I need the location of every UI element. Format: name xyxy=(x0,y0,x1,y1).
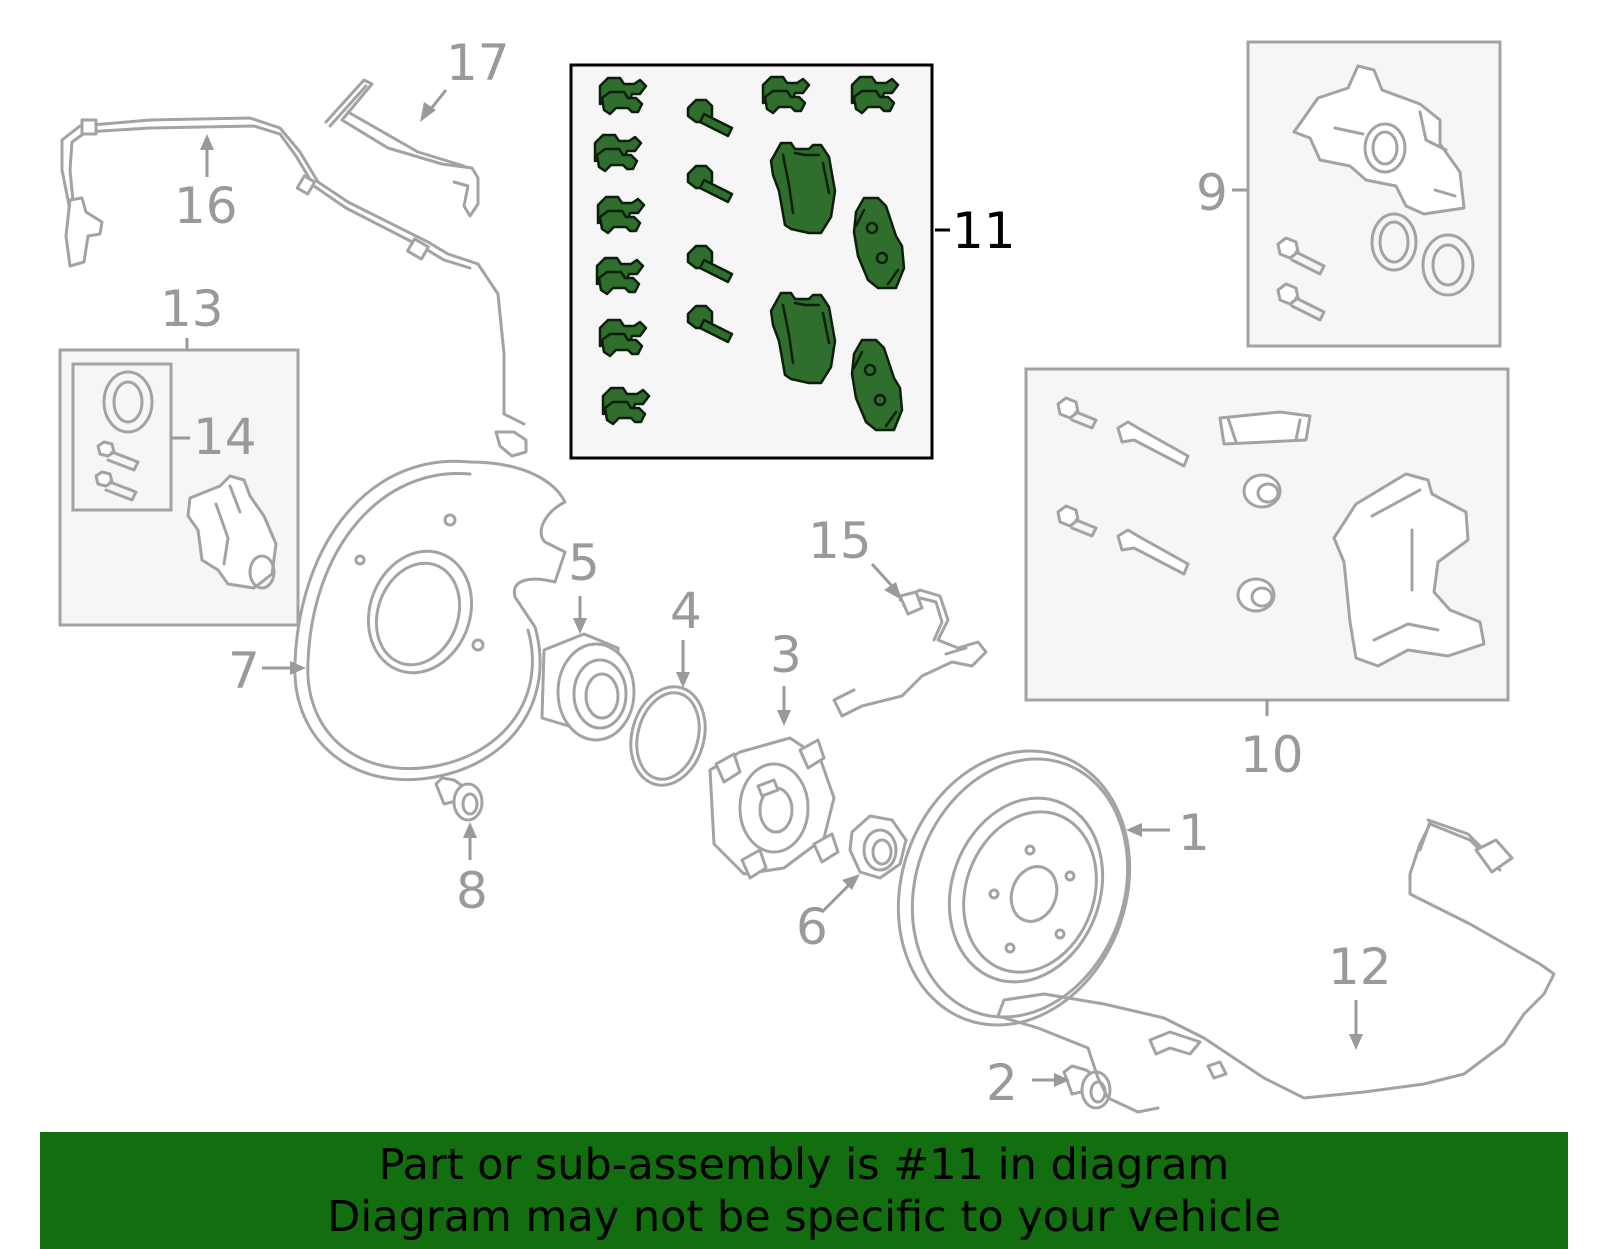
part-8-bolt[interactable] xyxy=(434,776,484,822)
callout-7[interactable]: 7 xyxy=(228,642,260,700)
notice-banner: Part or sub-assembly is #11 in diagram D… xyxy=(40,1132,1568,1249)
callout-6[interactable]: 6 xyxy=(796,898,828,956)
callout-12[interactable]: 12 xyxy=(1328,938,1392,996)
part-4-snap-ring[interactable] xyxy=(620,678,715,793)
callout-15[interactable]: 15 xyxy=(808,512,872,570)
part-5-bearing[interactable] xyxy=(540,632,636,742)
callout-1[interactable]: 1 xyxy=(1178,804,1210,862)
part-12-wire[interactable] xyxy=(996,818,1556,1114)
callout-4[interactable]: 4 xyxy=(670,582,702,640)
kit-box-11[interactable] xyxy=(569,63,934,460)
callout-3[interactable]: 3 xyxy=(770,626,802,684)
caliper-box-9[interactable] xyxy=(1246,40,1502,348)
part-15-sensor[interactable] xyxy=(832,588,988,718)
callout-13[interactable]: 13 xyxy=(160,280,224,338)
callout-17[interactable]: 17 xyxy=(446,34,510,92)
callout-14[interactable]: 14 xyxy=(193,408,257,466)
callout-8[interactable]: 8 xyxy=(456,862,488,920)
part-3-hub[interactable] xyxy=(708,736,840,880)
part-7-dust-shield[interactable] xyxy=(293,459,567,782)
part-6-nut[interactable] xyxy=(848,814,908,880)
callout-9[interactable]: 9 xyxy=(1196,164,1228,222)
callout-5[interactable]: 5 xyxy=(568,534,600,592)
callout-11[interactable]: 11 xyxy=(952,202,1016,260)
callout-16[interactable]: 16 xyxy=(174,177,238,235)
callout-2[interactable]: 2 xyxy=(986,1054,1018,1112)
callout-10[interactable]: 10 xyxy=(1240,726,1304,784)
bracket-box-10[interactable] xyxy=(1024,367,1510,702)
notice-line-1: Part or sub-assembly is #11 in diagram xyxy=(378,1139,1230,1190)
part-17-bracket[interactable] xyxy=(324,78,480,218)
part-16-wire[interactable] xyxy=(60,116,528,458)
motor-box-13[interactable] xyxy=(58,348,300,627)
notice-line-2: Diagram may not be specific to your vehi… xyxy=(327,1191,1281,1242)
part-2-bolt[interactable] xyxy=(1062,1064,1112,1110)
part-1-rotor[interactable] xyxy=(861,718,1167,1058)
